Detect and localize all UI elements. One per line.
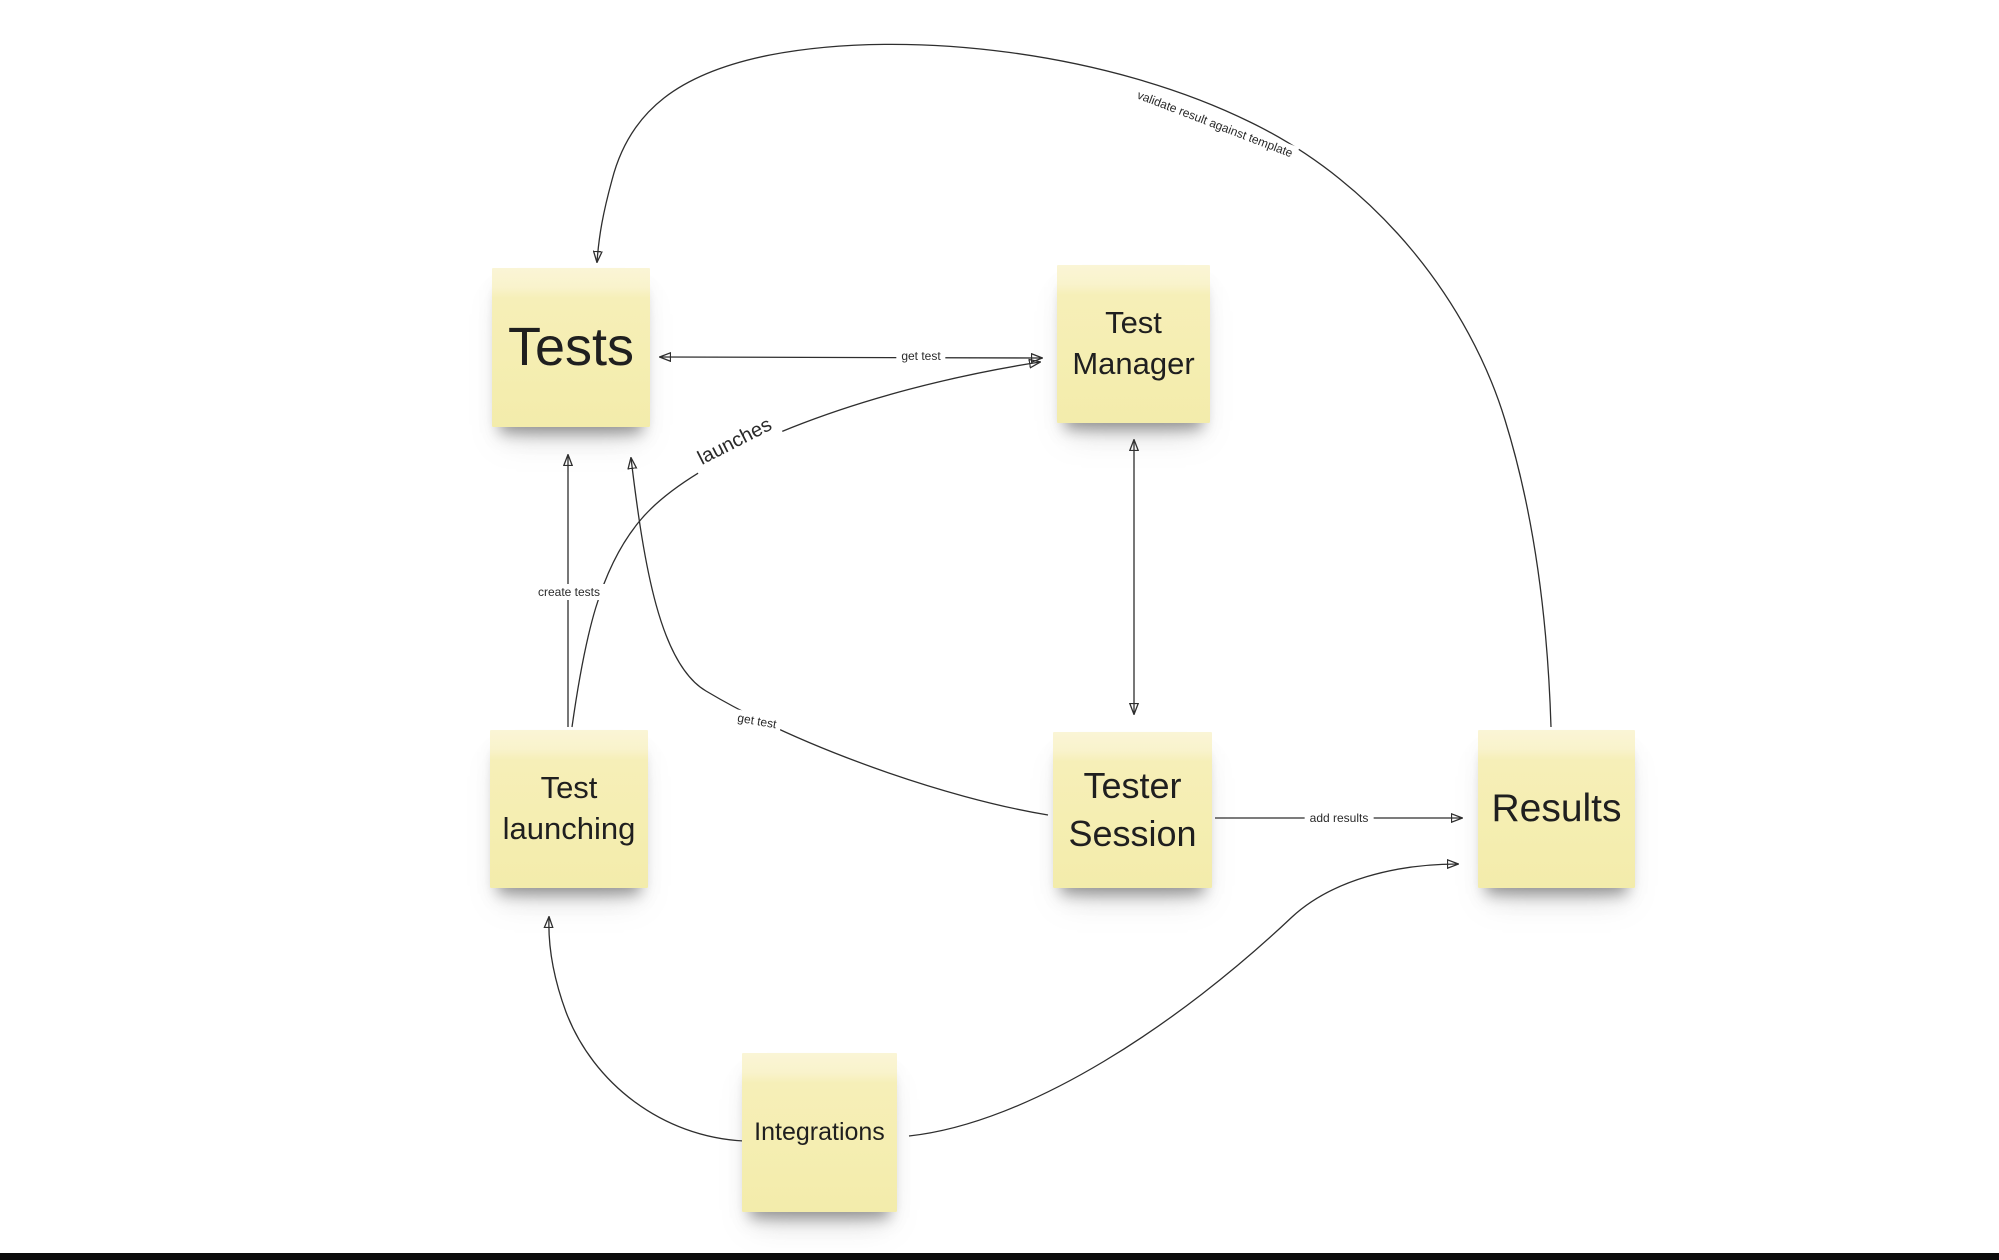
note-integrations[interactable]: Integrations [742,1053,897,1212]
edge-integrations-results[interactable] [908,864,1458,1137]
note-test-manager-label: Test Manager [1072,305,1195,381]
edge-validate-result[interactable] [597,43,1552,728]
edge-label-get-test-top[interactable]: get test [896,348,946,364]
note-results-label: Results [1491,787,1622,831]
note-tester-session-label: Tester Session [1068,765,1197,854]
note-integrations-label: Integrations [754,1118,885,1146]
note-tests[interactable]: Tests [492,268,650,427]
note-results[interactable]: Results [1478,730,1635,888]
edge-integrations-launching[interactable] [549,917,745,1142]
edge-get-test-top[interactable] [660,357,1042,358]
edge-launches[interactable] [571,362,1040,728]
edge-label-create-tests[interactable]: create tests [532,584,606,600]
note-test-launching[interactable]: Test launching [490,730,648,888]
bottom-bar [0,1253,1999,1260]
edge-get-test-session[interactable] [631,458,1049,816]
edge-label-add-results[interactable]: add results [1304,810,1374,826]
note-tests-label: Tests [507,316,635,377]
note-test-manager[interactable]: Test Manager [1057,265,1210,423]
note-test-launching-label: Test launching [502,770,636,846]
note-tester-session[interactable]: Tester Session [1053,732,1212,888]
